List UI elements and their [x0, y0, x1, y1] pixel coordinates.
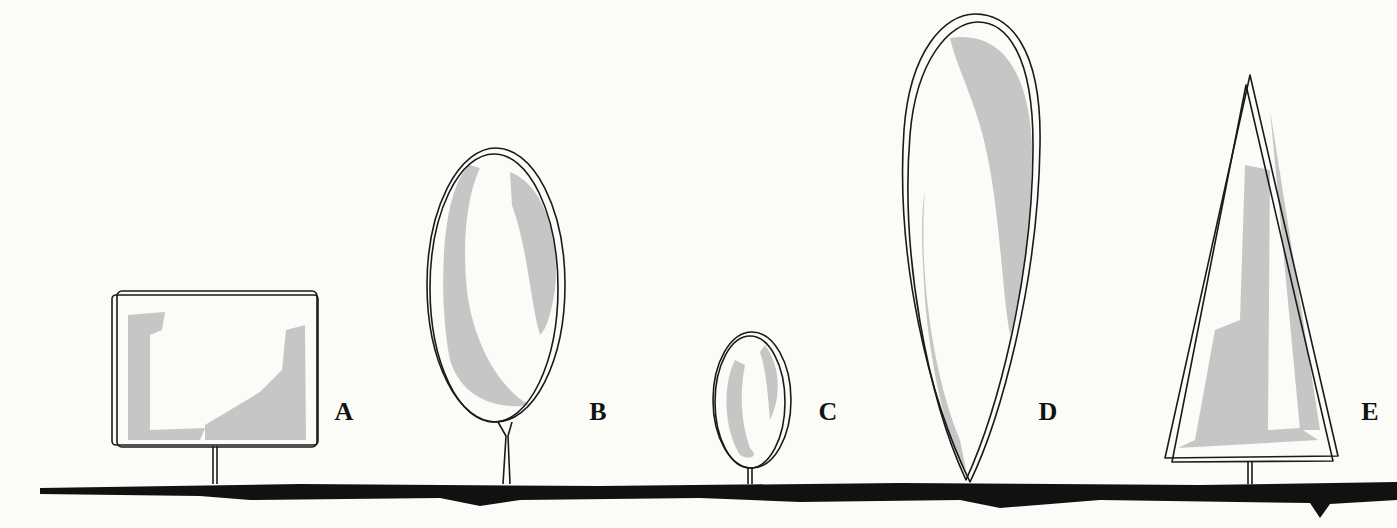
tree-letter-label: C — [819, 397, 838, 427]
tree-letter-label: E — [1361, 397, 1378, 427]
ground-band — [40, 482, 1397, 518]
tree-letter-label: D — [1039, 397, 1058, 427]
tree-letter-label: B — [589, 397, 606, 427]
tree-letter-label: A — [335, 397, 354, 427]
